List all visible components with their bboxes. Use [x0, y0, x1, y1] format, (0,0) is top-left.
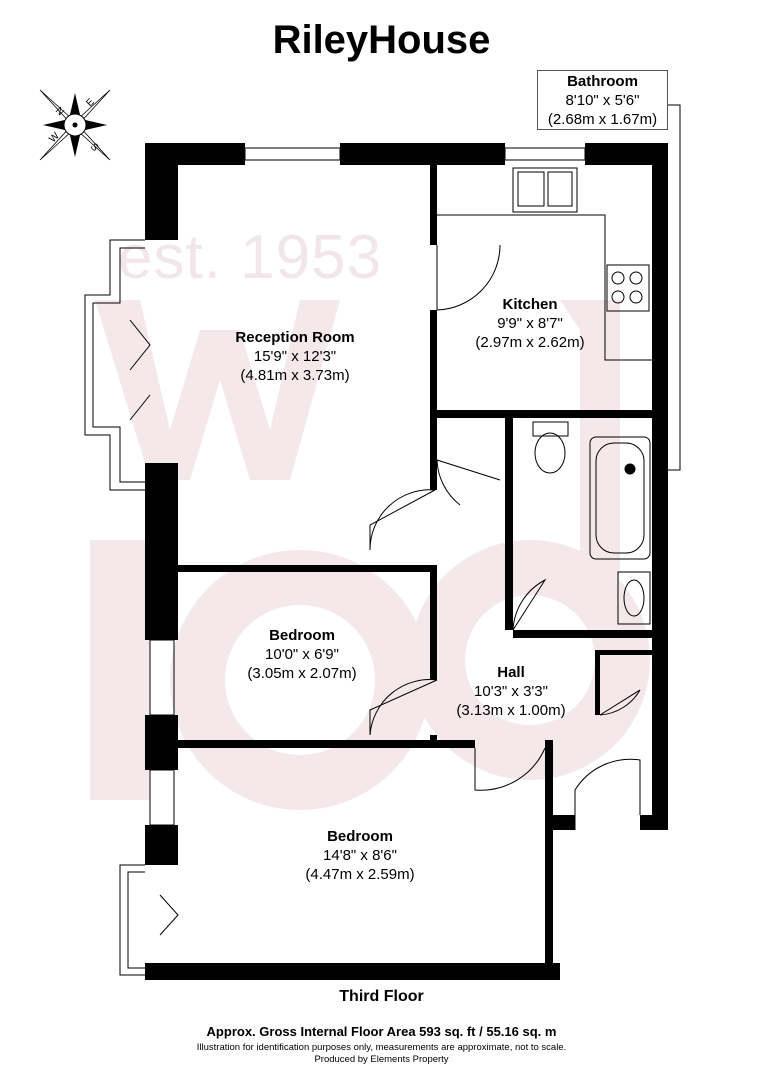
- room-metric: (4.47m x 2.59m): [305, 866, 415, 883]
- disclaimer: Illustration for identification purposes…: [196, 1042, 567, 1053]
- room-name: Bedroom: [269, 627, 335, 644]
- room-metric: (4.81m x 3.73m): [240, 367, 350, 384]
- fixtures: [437, 104, 681, 625]
- room-label-bedroom-2: Bedroom 14'8" x 8'6" (4.47m x 2.59m): [305, 827, 414, 884]
- room-metric: (2.68m x 1.67m): [547, 111, 658, 128]
- floor-label: Third Floor: [339, 988, 424, 1005]
- room-metric: (3.05m x 2.07m): [247, 665, 357, 682]
- compass-rose-icon: N E S W: [39, 89, 111, 161]
- room-imperial: 8'10" x 5'6": [565, 92, 640, 109]
- room-name: Kitchen: [502, 296, 558, 313]
- room-metric: (2.97m x 2.62m): [475, 334, 585, 351]
- windows: [84, 147, 586, 976]
- room-label-bathroom: Bathroom 8'10" x 5'6" (2.68m x 1.67m): [537, 70, 668, 130]
- room-label-reception: Reception Room 15'9" x 12'3" (4.81m x 3.…: [235, 328, 354, 385]
- room-imperial: 9'9" x 8'7": [497, 315, 563, 332]
- floor-area: Approx. Gross Internal Floor Area 593 sq…: [206, 1024, 557, 1039]
- room-label-bedroom-1: Bedroom 10'0" x 6'9" (3.05m x 2.07m): [247, 626, 356, 683]
- room-label-kitchen: Kitchen 9'9" x 8'7" (2.97m x 2.62m): [475, 295, 584, 352]
- doors: [129, 244, 641, 936]
- room-metric: (3.13m x 1.00m): [456, 702, 566, 719]
- room-imperial: 10'3" x 3'3": [474, 683, 548, 700]
- room-imperial: 14'8" x 8'6": [323, 847, 397, 864]
- room-name: Hall: [497, 664, 525, 681]
- property-title: RileyHouse: [272, 18, 491, 62]
- room-imperial: 10'0" x 6'9": [265, 646, 339, 663]
- room-name: Reception Room: [235, 329, 355, 346]
- room-name: Bedroom: [327, 828, 393, 845]
- room-name: Bathroom: [567, 73, 638, 90]
- room-imperial: 15'9" x 12'3": [253, 348, 337, 365]
- produced-by: Produced by Elements Property: [314, 1054, 449, 1065]
- walls: [145, 143, 668, 980]
- room-label-hall: Hall 10'3" x 3'3" (3.13m x 1.00m): [456, 663, 565, 720]
